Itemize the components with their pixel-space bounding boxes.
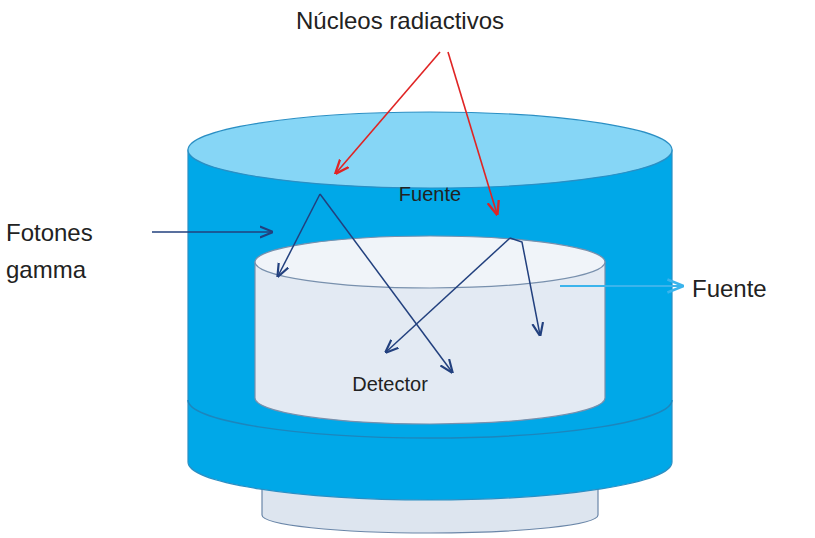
source-body [188, 112, 672, 500]
detector-cylinder: Detector [255, 262, 605, 402]
nuclei-label: Núcleos radiactivos [296, 2, 504, 39]
source-region: FuenteDetector [188, 112, 672, 512]
detector-well [255, 236, 605, 424]
photons-label: Fotones gamma [6, 214, 156, 288]
source-label: Fuente [692, 270, 767, 307]
source-leader [560, 286, 682, 287]
node-text: Fuente [399, 182, 461, 206]
node-text: Detector [352, 372, 428, 396]
photon-arrows [152, 194, 540, 372]
nuclei-arrows [336, 52, 497, 214]
